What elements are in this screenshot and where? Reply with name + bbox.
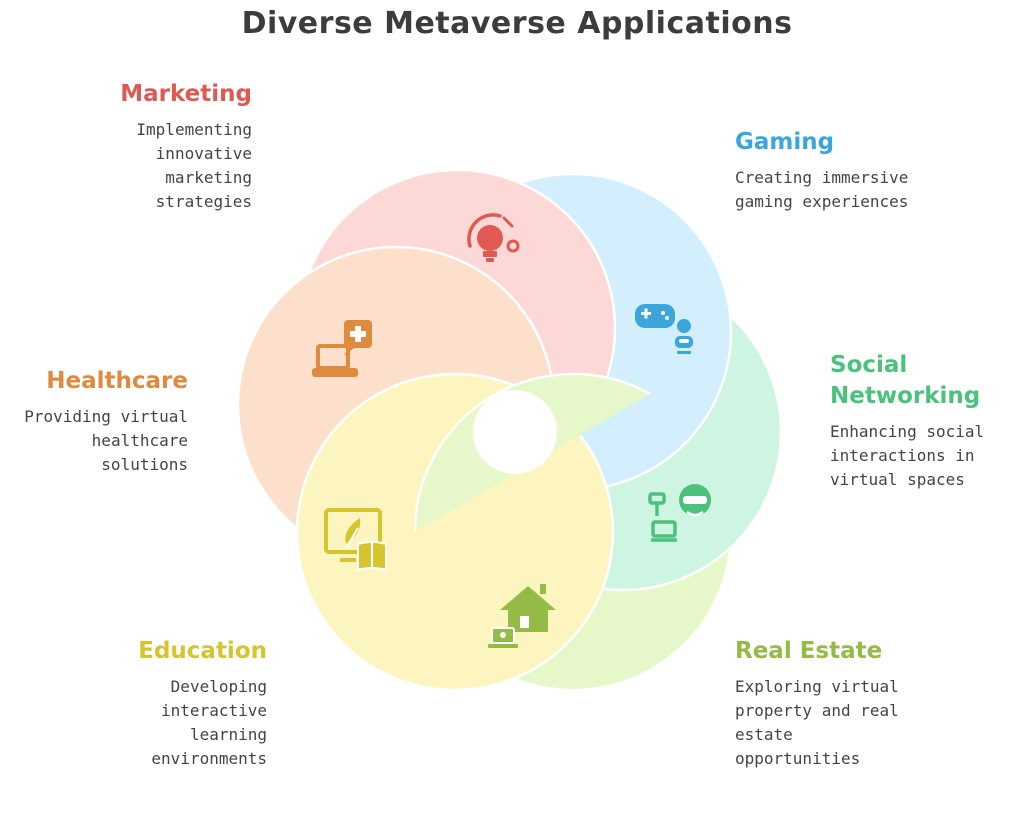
petal-realestate-overlap [413,372,651,533]
gamepad-vr-user-icon [635,304,693,354]
social-networking-block: Social Networking Enhancing social inter… [830,350,1000,492]
gaming-heading: Gaming [735,129,835,155]
education-heading: Education [138,638,267,664]
gaming-description: Creating immersive gaming experiences [735,168,909,211]
monitor-book-icon [324,508,387,572]
social-networking-heading-text: Social Networking [830,352,981,409]
education-description: Developing interactive learning environm… [151,677,267,768]
marketing-block: Marketing Implementing innovative market… [112,79,252,214]
marketing-description: Implementing innovative marketing strate… [136,120,252,211]
diagram-title: Diverse Metaverse Applications [241,6,793,41]
education-block: Education Developing interactive learnin… [127,636,267,771]
healthcare-description: Providing virtual healthcare solutions [24,407,188,474]
healthcare-heading: Healthcare [46,368,188,394]
lightbulb-target-icon [467,213,520,262]
house-laptop-icon [488,584,556,648]
real-estate-block: Real Estate Exploring virtual property a… [735,636,925,771]
social-networking-description: Enhancing social interactions in virtual… [830,422,985,489]
real-estate-description: Exploring virtual property and real esta… [735,677,899,768]
marketing-heading: Marketing [120,81,252,107]
laptop-medical-chat-icon [312,320,372,377]
social-networking-heading: Social Networking [830,350,1000,412]
real-estate-heading: Real Estate [735,638,883,664]
healthcare-block: Healthcare Providing virtual healthcare … [18,366,188,477]
gaming-block: Gaming Creating immersive gaming experie… [735,127,935,214]
vr-headset-network-icon [648,484,711,542]
